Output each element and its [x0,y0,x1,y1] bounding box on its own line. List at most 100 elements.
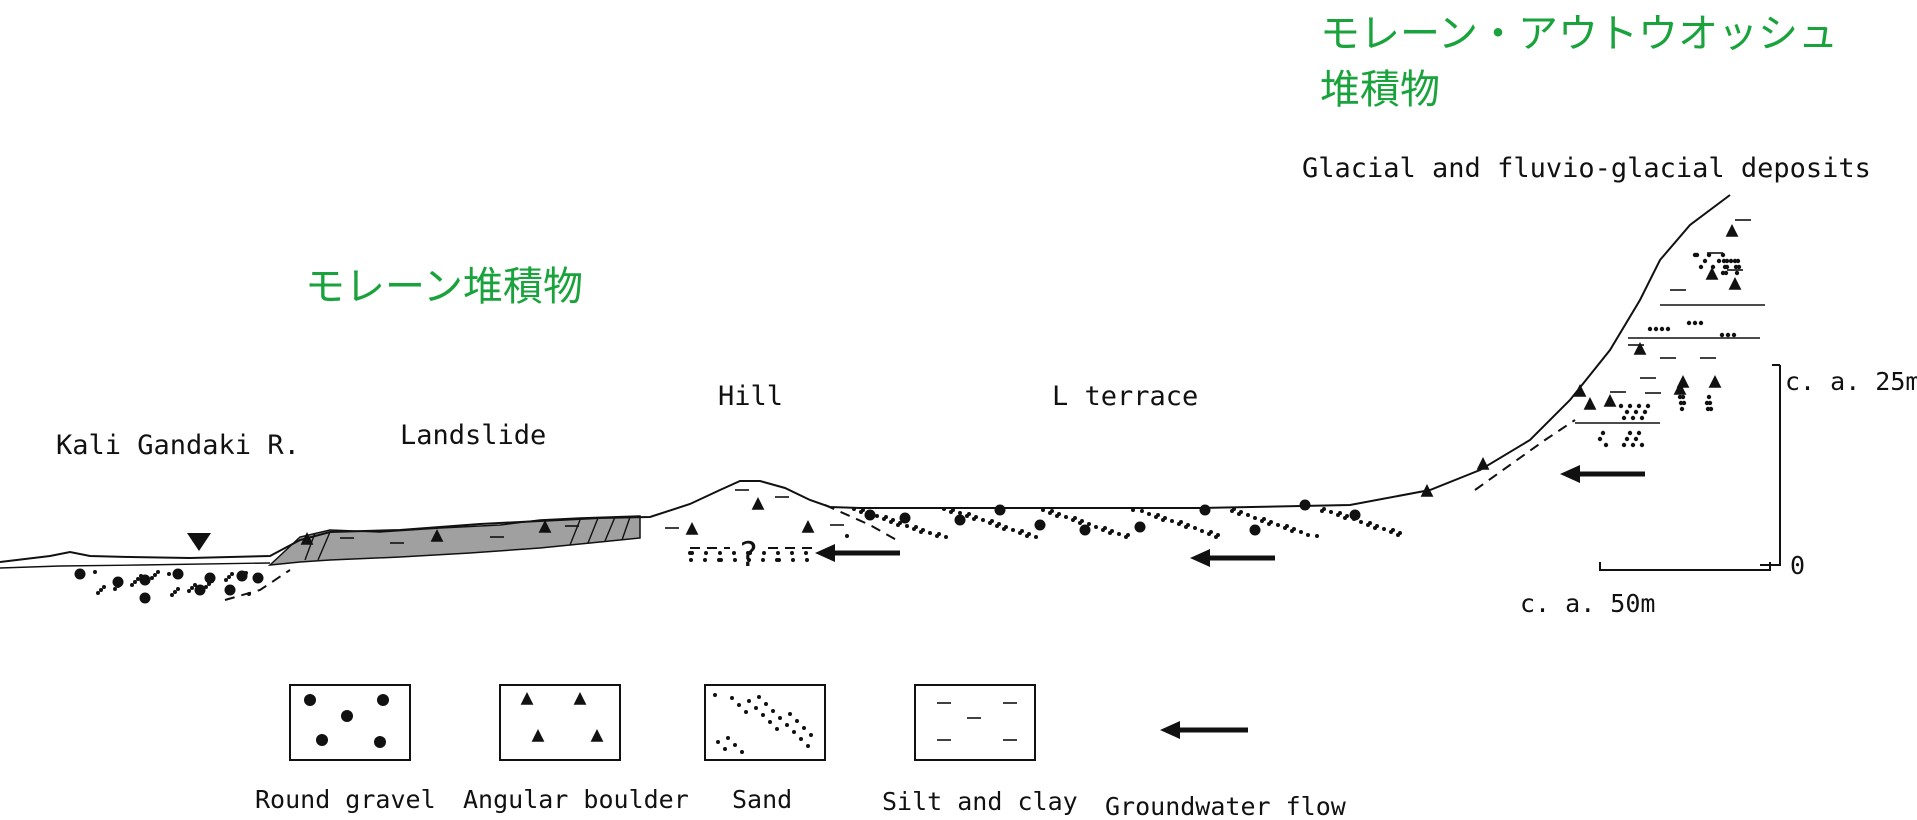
boulder-triangle [520,692,534,705]
sand-grain [799,737,803,741]
sand-grain [1292,527,1296,531]
sand-grain [1253,516,1257,520]
sand-grain [1064,515,1068,519]
sand-grain [748,551,752,555]
sand-grain [1391,528,1395,532]
sand-grain [1209,530,1213,534]
sand-grain [1707,400,1713,406]
sand-grain [1719,332,1725,338]
groundwater-flow-arrows [815,465,1645,567]
outwash-jp-label-line2: 堆積物 [1320,67,1440,113]
legend-silt-clay-box [914,684,1036,761]
sand-grain [1723,270,1729,276]
sand-grain [921,528,925,532]
sand-grain [852,507,856,511]
sand-grain [230,572,234,576]
boulder-triangle [1420,484,1434,497]
sand-grain [689,558,693,562]
river-deposit-boundary [224,569,291,601]
boulder-triangle [1676,375,1690,388]
sand-grain [93,570,97,574]
gravel-pebble [1299,499,1311,511]
boulder-triangle [1583,397,1597,410]
sand-grain [96,591,100,595]
gravel-pebble [1199,504,1211,516]
sand-grain [1186,523,1190,527]
sand-grain [744,710,748,714]
sand-grain [974,515,978,519]
gravel-pebble [139,592,151,604]
gravel-pebble [954,514,966,526]
legend-sand-box [704,684,826,761]
gravel-pebble [1249,524,1261,536]
sand-grain [156,570,160,574]
sand-grain [1156,513,1160,517]
gravel-pebble [1034,519,1046,531]
sand-grain [861,508,865,512]
sand-grain [1681,400,1687,406]
sand-grain [133,580,137,584]
sand-grain [914,525,918,529]
boulder-triangle [1728,277,1742,290]
sand-grain [785,723,789,727]
sand-grain [1722,264,1728,270]
sand-grain [153,573,157,577]
sand-grain [791,558,795,562]
sand-grain [1368,521,1372,525]
sand-grain [1630,442,1636,448]
sand-grain [1603,442,1609,448]
boulder-triangle [1476,457,1490,470]
sand-grain [733,743,737,747]
sand-grain [776,551,780,555]
sand-grain [244,571,248,575]
l-terrace-label: L terrace [1052,381,1198,412]
sand-grain [1239,510,1243,514]
sand-grain [1647,326,1653,332]
sand-grain [1057,512,1061,516]
landslide-label: Landslide [400,420,546,451]
sand-grain [1338,511,1342,515]
sand-grain [737,703,741,707]
sand-grain [740,750,744,754]
sand-grain [1140,509,1144,513]
sand-grain [1020,529,1024,533]
vertical-scale-bar [1760,364,1781,566]
gravel-pebble [899,512,911,524]
sand-grain [1011,528,1015,532]
sand-grain [1147,512,1151,516]
sand-grain [898,521,902,525]
sand-grain [1329,510,1333,514]
sand-grain [1716,258,1722,264]
sand-deposits [93,252,1742,597]
sand-grain [1618,403,1624,409]
sand-grain [891,518,895,522]
legend-label-silt-clay: Silt and clay [882,787,1078,816]
boulder-triangle [1673,382,1687,395]
sand-grain [116,584,120,588]
outwash-jp-label-line1: モレーン・アウトウオッシュ [1320,11,1838,57]
gravel-pebble [994,504,1006,516]
sand-grain [1398,531,1402,535]
boulder-triangle [685,522,699,535]
gravel-pebble [374,736,386,748]
sand-grain [204,585,208,589]
sand-grain [1094,525,1098,529]
boulder-triangle [538,520,552,533]
legend-flow-arrow-head [1160,721,1180,739]
sand-grain [241,574,245,578]
sand-grain [747,558,751,562]
sand-grain [723,747,727,751]
landslide-body [267,515,641,566]
sand-grain [1702,258,1708,264]
sand-grain [690,551,694,555]
sand-grain [130,583,134,587]
sand-grain [190,586,194,590]
legend-angular-boulder-box [499,684,621,761]
gravel-pebble [1079,524,1091,536]
sand-grain [187,589,191,593]
sand-grain [1131,508,1135,512]
sand-grain [1627,430,1633,436]
sand-grain [713,693,717,697]
sand-grain [777,558,781,562]
horizontal-scale-bar [1599,562,1771,571]
